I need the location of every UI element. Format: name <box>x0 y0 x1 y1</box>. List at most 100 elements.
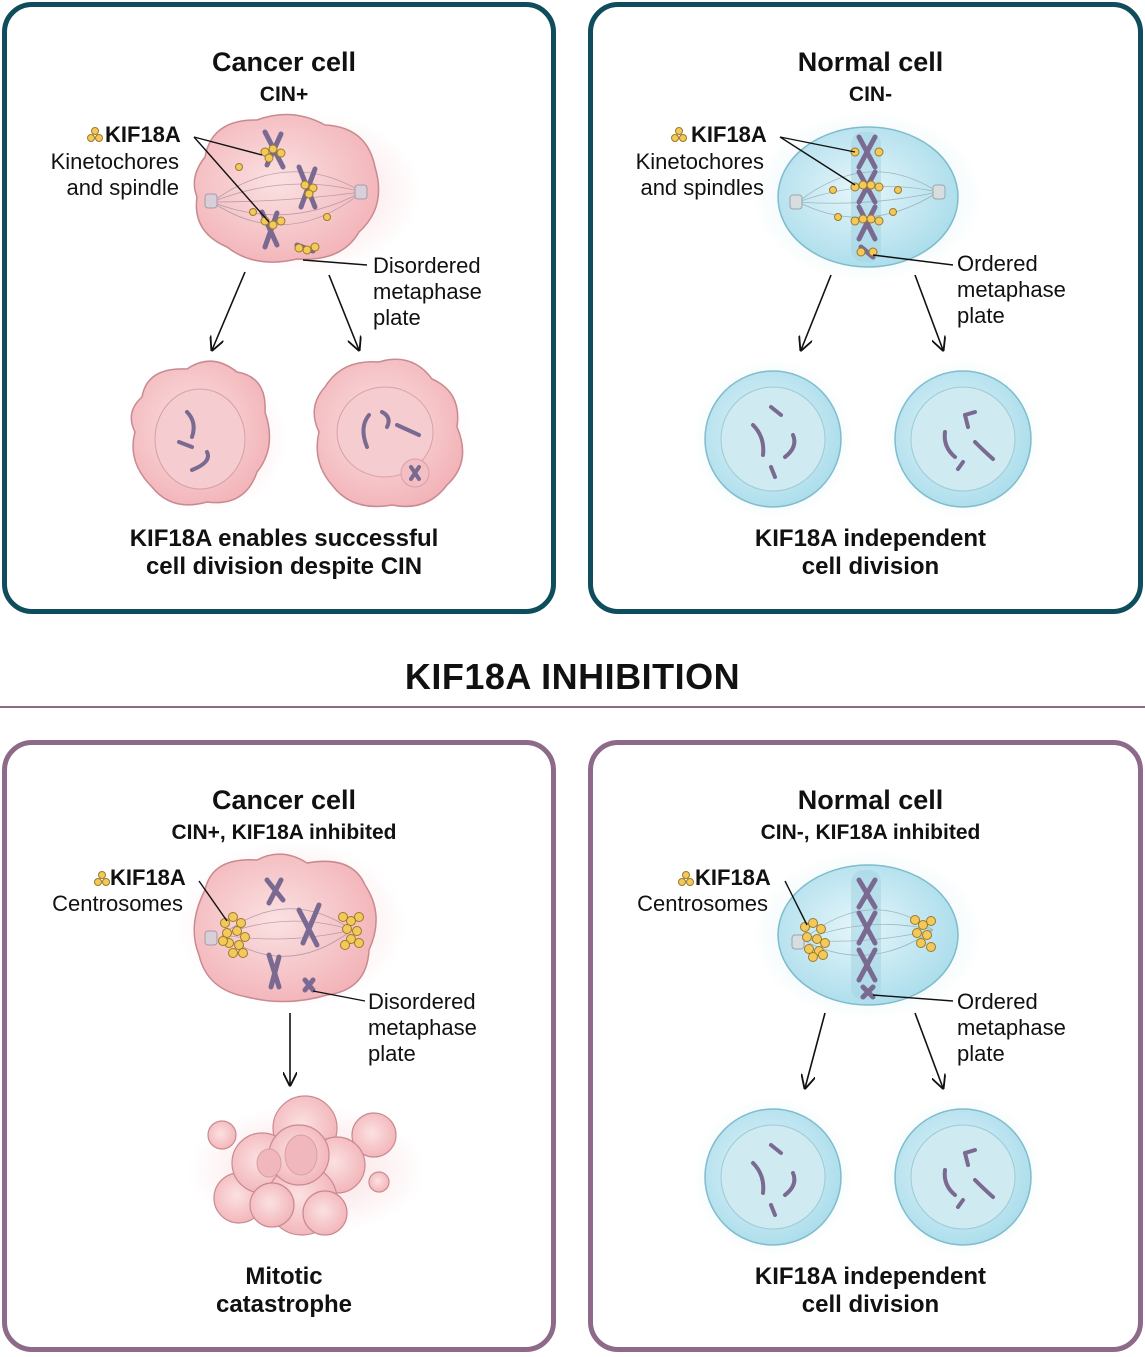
daughter-chromosomes-left <box>177 410 210 472</box>
leader-lines <box>193 136 368 266</box>
kif18a-centrosome-dots-right <box>910 915 936 952</box>
kif18a-dots <box>829 147 902 257</box>
label-line: plate <box>373 305 421 330</box>
label-line: Disordered <box>368 989 476 1014</box>
label-line: Centrosomes <box>637 891 768 916</box>
caption-line: cell division <box>801 553 940 580</box>
label-line: Disordered <box>373 253 481 278</box>
panel-4-illustration <box>678 850 1043 1257</box>
centrosome-right <box>932 184 946 200</box>
kif18a-centrosome-dots-right <box>338 912 364 950</box>
label-line: Ordered <box>957 251 1038 276</box>
daughter-chromosomes-right <box>361 410 421 481</box>
panel-caption: KIF18A independent cell division <box>593 525 1145 581</box>
centrosome-left <box>204 930 218 946</box>
panel-title: Normal cell <box>797 47 944 77</box>
fragment-nucleus <box>284 1134 318 1176</box>
nucleus-right <box>910 1124 1016 1230</box>
kif18a-dots <box>235 144 331 255</box>
cancer-mitotic-cell <box>193 113 380 263</box>
label-line: Centrosomes <box>52 891 183 916</box>
kif18a-legend-icon <box>678 871 694 886</box>
section-divider <box>0 706 1145 708</box>
panel-title: Cancer cell <box>211 785 357 815</box>
panel-subtitle: CIN- <box>848 83 893 106</box>
kinetochore-label: Kinetochores and spindles <box>636 149 764 201</box>
chromosomes <box>264 877 322 993</box>
arrow-left <box>801 274 832 350</box>
arrow-right <box>328 274 359 350</box>
caption-line: Mitotic <box>245 1263 323 1290</box>
kif18a-legend-icon <box>94 871 110 886</box>
plate-label: Ordered metaphase plate <box>957 989 1066 1067</box>
panel-caption: KIF18A enables successful cell division … <box>7 525 561 581</box>
label-line: Kinetochores <box>635 149 764 174</box>
caption-line: KIF18A independent <box>754 525 987 552</box>
caption-line: catastrophe <box>215 1291 353 1318</box>
fragment-nucleus <box>256 1148 282 1178</box>
daughter-chromosomes-left <box>751 1143 797 1217</box>
label-line: metaphase <box>957 1015 1066 1040</box>
centrosome-left <box>791 934 805 950</box>
centrosome-left <box>204 193 218 209</box>
arrow-left <box>212 271 246 350</box>
caption-line: KIF18A independent <box>754 1263 987 1290</box>
label-line: plate <box>957 303 1005 328</box>
kinetochore-label: Kinetochores and spindle <box>51 149 179 201</box>
panel-normal-inhibited: Normal cell CIN-, KIF18A inhibited KIF18… <box>588 740 1143 1352</box>
nucleus-right <box>336 386 434 478</box>
kif18a-centrosome-dots-left <box>218 912 250 958</box>
plate-label: Disordered metaphase plate <box>368 989 477 1067</box>
label-line: metaphase <box>957 277 1066 302</box>
mitotic-catastrophe-fragments <box>207 1095 397 1236</box>
centrosome-label: Centrosomes <box>637 891 768 917</box>
label-line: plate <box>957 1041 1005 1066</box>
panel-1-illustration <box>87 112 472 514</box>
centrosome-label: Centrosomes <box>52 891 183 917</box>
panel-normal-cin-minus: Normal cell CIN- KIF18A Kinetochores and… <box>588 2 1143 614</box>
nucleus-left <box>720 386 826 492</box>
panel-caption: KIF18A independent cell division <box>593 1263 1145 1319</box>
plate-label: Disordered metaphase plate <box>373 253 482 331</box>
centrosome-right <box>354 184 368 200</box>
section-heading: KIF18A INHIBITION <box>404 656 741 697</box>
leader-lines <box>784 880 954 1002</box>
panel-subtitle: CIN+, KIF18A inhibited <box>171 821 397 844</box>
kif18a-label: KIF18A <box>695 865 771 890</box>
kif18a-label: KIF18A <box>691 122 767 147</box>
spindle-fibers <box>211 171 363 226</box>
panel-cancer-cin-plus: Cancer cell CIN+ KIF18A Kinetochores and… <box>2 2 556 614</box>
arrow-left <box>805 1012 826 1088</box>
panel-title: Cancer cell <box>211 47 357 77</box>
kif18a-legend-icon <box>87 127 103 142</box>
daughter-chromosomes-right <box>942 410 995 471</box>
label-line: metaphase <box>373 279 482 304</box>
panel-caption: Mitotic catastrophe <box>7 1263 561 1319</box>
kif18a-legend-icon <box>671 127 687 142</box>
chromosomes <box>856 877 878 1000</box>
label-line: and spindles <box>640 175 764 200</box>
arrow-right <box>914 274 943 350</box>
nucleus-left <box>154 388 246 490</box>
daughter-chromosomes-right <box>942 1148 995 1209</box>
panel-2-illustration <box>671 112 1043 519</box>
panel-title: Normal cell <box>797 785 944 815</box>
label-line: Ordered <box>957 989 1038 1014</box>
kif18a-label: KIF18A <box>110 865 186 890</box>
panel-subtitle: CIN-, KIF18A inhibited <box>760 821 981 844</box>
label-line: plate <box>368 1041 416 1066</box>
panel-subtitle: CIN+ <box>259 83 309 106</box>
caption-line: cell division despite CIN <box>145 553 423 580</box>
nucleus-left <box>720 1124 826 1230</box>
cancer-mitotic-cell <box>193 853 377 1003</box>
panel-3-illustration <box>94 840 427 1236</box>
caption-line: cell division <box>801 1291 940 1318</box>
plate-label: Ordered metaphase plate <box>957 251 1066 329</box>
leader-lines <box>198 880 366 1002</box>
leader-lines <box>779 136 954 266</box>
label-line: metaphase <box>368 1015 477 1040</box>
daughter-chromosomes-left <box>751 405 797 479</box>
centrosome-left <box>789 194 803 210</box>
nucleus-right <box>910 386 1016 492</box>
panel-cancer-inhibited: Cancer cell CIN+, KIF18A inhibited KIF18… <box>2 740 556 1352</box>
